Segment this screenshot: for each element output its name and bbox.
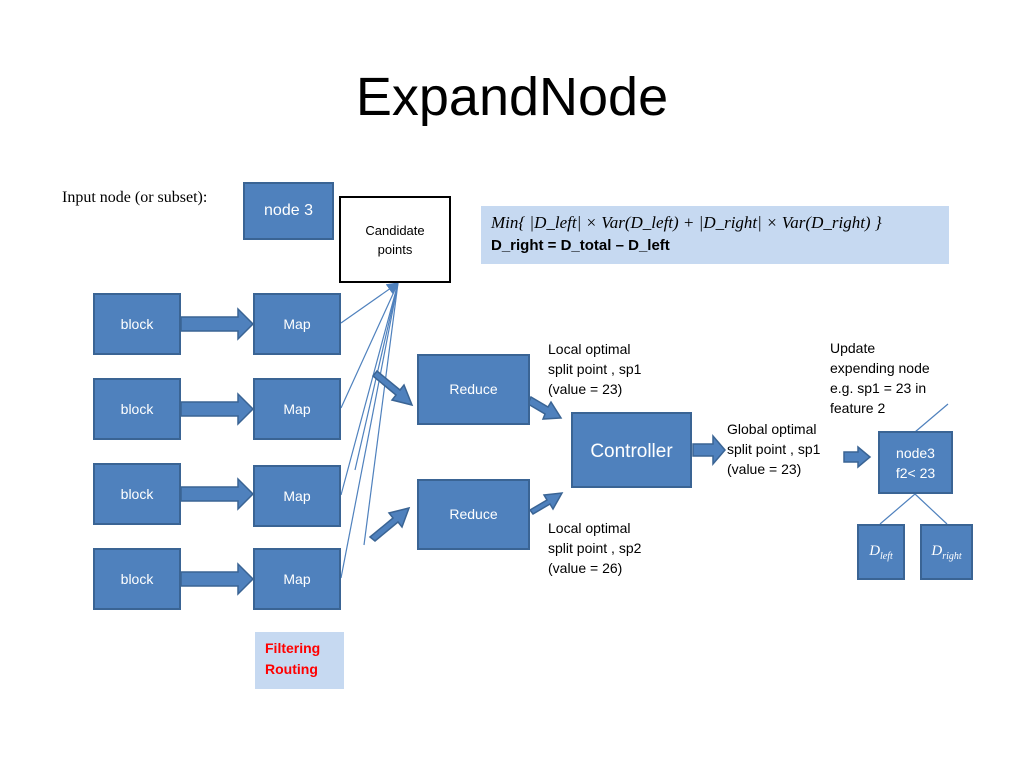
candidate-line2: points (377, 241, 413, 257)
input-node-box: node 3 (243, 182, 334, 240)
tree-node-line2: f2< 23 (895, 464, 936, 481)
update-line2: expending node (830, 360, 930, 376)
map3-to-candidate-line (340, 282, 399, 496)
to-reduce1-arrow (371, 369, 414, 407)
update-line1: Update (830, 340, 876, 356)
tree-node-line1: node3 (896, 444, 935, 461)
local2-line3: (value = 26) (548, 560, 623, 576)
reduce-2: Reduce (417, 479, 530, 550)
formula-box: Min{ |D_left| × Var(D_left) + |D_right| … (481, 206, 949, 264)
map2-to-candidate-line (340, 282, 399, 409)
tree-node3: node3 f2< 23 (878, 431, 953, 494)
reduce2-to-candidate-line (363, 282, 399, 546)
block-3: block (93, 463, 181, 525)
candidate-points-box: Candidate points (339, 196, 451, 283)
tree-edge-up (914, 403, 949, 433)
global-to-node3-arrow (843, 445, 872, 469)
global-optimal: Global optimal split point , sp1 (value … (727, 419, 820, 479)
block4-arrow (180, 562, 255, 596)
input-node-label: Input node (or subset): (62, 189, 208, 206)
block1-arrow (180, 307, 255, 341)
block-1: block (93, 293, 181, 355)
candidate-line1: Candidate (365, 222, 425, 238)
tree-left-text: Dleft (869, 542, 893, 562)
map-1: Map (253, 293, 341, 355)
map-2: Map (253, 378, 341, 440)
global-line1: Global optimal (727, 421, 817, 437)
tree-right-leaf: Dright (920, 524, 973, 580)
local1-line1: Local optimal (548, 341, 631, 357)
update-line3: e.g. sp1 = 23 in (830, 380, 927, 396)
block-2: block (93, 378, 181, 440)
controller-to-global-arrow (692, 433, 726, 467)
map-3: Map (253, 465, 341, 527)
filtering-routing-box: Filtering Routing (255, 632, 344, 689)
local-optimal-1: Local optimal split point , sp1 (value =… (548, 339, 641, 399)
block2-arrow (180, 392, 255, 426)
global-line2: split point , sp1 (727, 441, 821, 457)
map1-to-candidate-line (340, 282, 399, 324)
reduce1-to-controller-arrow (527, 395, 563, 420)
map-4: Map (253, 548, 341, 610)
page-title: ExpandNode (355, 67, 669, 127)
to-reduce2-arrow (368, 506, 411, 542)
routing-label: Routing (265, 661, 318, 677)
block3-arrow (180, 477, 255, 511)
update-line4: feature 2 (830, 400, 886, 416)
reduce2-to-controller-arrow (528, 492, 564, 515)
formula-text: Min{ |D_left| × Var(D_left) + |D_right| … (491, 213, 882, 232)
formula-sub: D_right = D_total – D_left (491, 237, 670, 254)
block-4: block (93, 548, 181, 610)
local-optimal-2: Local optimal split point , sp2 (value =… (548, 518, 641, 578)
tree-right-text: Dright (931, 542, 962, 562)
reduce-1: Reduce (417, 354, 530, 425)
local2-line2: split point , sp2 (548, 540, 642, 556)
tree-left-leaf: Dleft (857, 524, 905, 580)
tree-edge-right (914, 493, 948, 525)
map4-to-candidate-line (340, 282, 399, 579)
local1-line3: (value = 23) (548, 381, 623, 397)
controller-box: Controller (571, 412, 692, 488)
local2-line1: Local optimal (548, 520, 631, 536)
local1-line2: split point , sp1 (548, 361, 642, 377)
tree-edge-left (879, 493, 916, 525)
global-line3: (value = 23) (727, 461, 802, 477)
update-note: Update expending node e.g. sp1 = 23 in f… (830, 338, 930, 418)
filtering-label: Filtering (265, 640, 321, 656)
